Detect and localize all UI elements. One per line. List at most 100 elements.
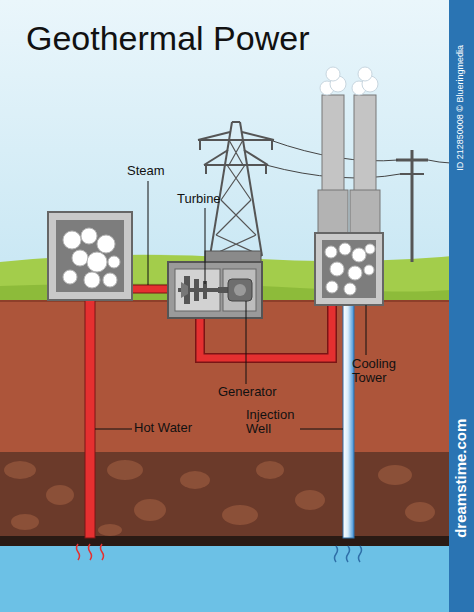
tower-top [232, 121, 240, 123]
leader-line [148, 181, 149, 285]
steam-clouds [63, 228, 120, 288]
stack-base [350, 190, 380, 235]
cooling-clouds [325, 243, 375, 295]
steam-puff [84, 272, 100, 288]
steam-chamber-inner [56, 220, 124, 292]
rock-layer [0, 452, 474, 538]
insulator [265, 165, 267, 174]
rock [378, 465, 412, 485]
smoke-puff [358, 67, 372, 81]
diagram-title: Geothermal Power [26, 20, 309, 57]
rock [4, 461, 36, 479]
power-pole [396, 150, 428, 262]
vapor-puff [352, 248, 366, 262]
turbine-house [168, 262, 262, 318]
tower-arm [198, 139, 274, 141]
turbine-bay [175, 269, 220, 311]
part-label: Generator [218, 385, 277, 399]
rock [46, 485, 74, 505]
leader-line [95, 429, 132, 430]
steam-chamber [48, 212, 132, 300]
rock [11, 514, 39, 530]
transmission-tower [198, 122, 274, 256]
flow-wave [359, 546, 362, 562]
vapor-puff [326, 281, 338, 293]
soil-layer [0, 296, 474, 456]
vapor-puff [325, 246, 337, 258]
rock-blobs [4, 460, 435, 536]
hot-water-pipe [85, 298, 95, 538]
steam-puff [63, 231, 81, 249]
vapor-puff [339, 243, 351, 255]
bedrock-band [0, 536, 474, 546]
vapor-puff [364, 265, 374, 275]
insulator [271, 140, 273, 150]
heat-wave [89, 544, 92, 560]
vapor-puff [330, 262, 344, 276]
generator-rotor [234, 284, 246, 296]
coupling [218, 287, 228, 293]
leader-line [366, 305, 367, 355]
underground-water [0, 546, 474, 612]
generator-body [228, 279, 252, 301]
cooling-tower-box [315, 233, 383, 305]
watermark: dreamstime.com [453, 398, 470, 558]
steam-puff [97, 235, 115, 253]
generator-bay [223, 269, 256, 311]
transformer [205, 251, 261, 262]
steam-puff [81, 228, 97, 244]
rock [405, 502, 435, 522]
heat-squiggles [77, 544, 104, 560]
crossbar [400, 173, 424, 175]
vapor-puff [365, 244, 375, 254]
generator-symbol [218, 279, 252, 301]
rock [222, 505, 258, 525]
tower-brace [198, 132, 274, 165]
flow-wave [335, 546, 338, 562]
part-label: Cooling Tower [352, 357, 412, 386]
heat-wave [77, 544, 80, 560]
rock [107, 460, 143, 480]
rock [256, 461, 284, 479]
watermark: ID 212850008 © Blueringmedia [456, 28, 466, 188]
smoke [320, 67, 378, 95]
insulator [199, 140, 201, 150]
injection-well-pipe [343, 303, 354, 538]
rock [98, 524, 122, 536]
rock [180, 471, 210, 489]
rock [295, 490, 325, 510]
part-label: Hot Water [134, 421, 192, 435]
steam-puff [103, 273, 117, 287]
leader-lines [95, 181, 366, 429]
steam-pipe [130, 285, 170, 293]
crossbar [396, 159, 428, 162]
heat-wave [101, 544, 104, 560]
pole [411, 150, 414, 262]
vapor-puff [348, 266, 362, 280]
turbine-inlet [181, 282, 188, 298]
leader-line [246, 301, 247, 384]
insulator [205, 165, 207, 174]
watermark-stripe [449, 0, 474, 612]
rock [134, 499, 166, 521]
part-label: Steam [127, 164, 165, 178]
flow-squiggles [335, 546, 362, 562]
turbine-symbol [178, 276, 218, 304]
leader-line [300, 429, 343, 430]
flow-wave [347, 546, 350, 562]
tower-arm [204, 164, 268, 166]
cooling-box-inner [322, 240, 376, 298]
part-label: Turbine [177, 192, 221, 206]
vapor-puff [344, 283, 356, 295]
smoke-puff [326, 67, 340, 81]
steam-puff [108, 256, 120, 268]
steam-puff [63, 270, 77, 284]
steam-puff [87, 252, 107, 272]
sky [0, 0, 474, 300]
steam-puff [72, 250, 88, 266]
stack-base [318, 190, 348, 235]
part-label: Injection Well [246, 408, 304, 437]
